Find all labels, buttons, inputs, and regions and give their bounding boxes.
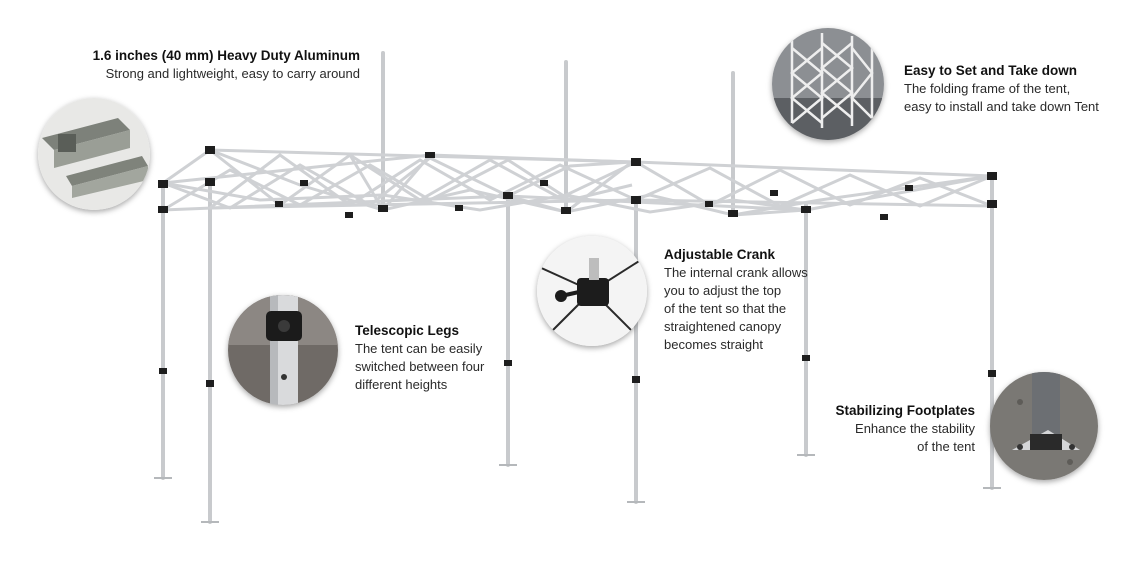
feature-crank-title: Adjustable Crank: [664, 247, 776, 262]
feature-setup: Easy to Set and Take down The folding fr…: [904, 62, 1134, 116]
feature-crank-line: straightened canopy: [664, 319, 782, 334]
feature-legs-line: The tent can be easily: [355, 341, 483, 356]
feature-crank-line: The internal crank allows: [664, 265, 808, 280]
feature-legs-line: different heights: [355, 377, 448, 392]
feature-legs-title: Telescopic Legs: [355, 323, 460, 338]
feature-setup-line: easy to install and take down Tent: [904, 99, 1099, 114]
feature-setup-line: The folding frame of the tent,: [904, 81, 1071, 96]
feature-setup-title: Easy to Set and Take down: [904, 63, 1078, 78]
folding-frame-icon: [772, 28, 884, 140]
feature-legs: Telescopic Legs The tent can be easily s…: [355, 322, 525, 394]
feature-crank-line: becomes straight: [664, 337, 763, 352]
feature-footplates-title: Stabilizing Footplates: [835, 403, 975, 418]
feature-aluminum-line: Strong and lightweight, easy to carry ar…: [105, 66, 360, 81]
rail-left-top: [162, 148, 211, 185]
aluminum-profile-bubble: [38, 98, 150, 210]
feature-legs-line: switched between four: [355, 359, 485, 374]
feature-crank-line: of the tent so that the: [664, 301, 787, 316]
crank-icon: [537, 236, 647, 346]
telescopic-leg-bubble: [228, 295, 338, 405]
aluminum-profile-icon: [38, 98, 150, 210]
feature-aluminum-title: 1.6 inches (40 mm) Heavy Duty Aluminum: [92, 48, 360, 63]
feature-footplates-line: Enhance the stability: [855, 421, 975, 436]
folding-frame-bubble: [772, 28, 884, 140]
feature-footplates: Stabilizing Footplates Enhance the stabi…: [800, 402, 975, 456]
footplate-icon: [990, 372, 1098, 480]
feature-footplates-line: of the tent: [917, 439, 975, 454]
telescopic-leg-icon: [228, 295, 338, 405]
feature-crank: Adjustable Crank The internal crank allo…: [664, 246, 834, 354]
feature-aluminum: 1.6 inches (40 mm) Heavy Duty Aluminum S…: [50, 47, 360, 83]
crank-bubble: [537, 236, 647, 346]
feature-crank-line: you to adjust the top: [664, 283, 782, 298]
footplate-bubble: [990, 372, 1098, 480]
